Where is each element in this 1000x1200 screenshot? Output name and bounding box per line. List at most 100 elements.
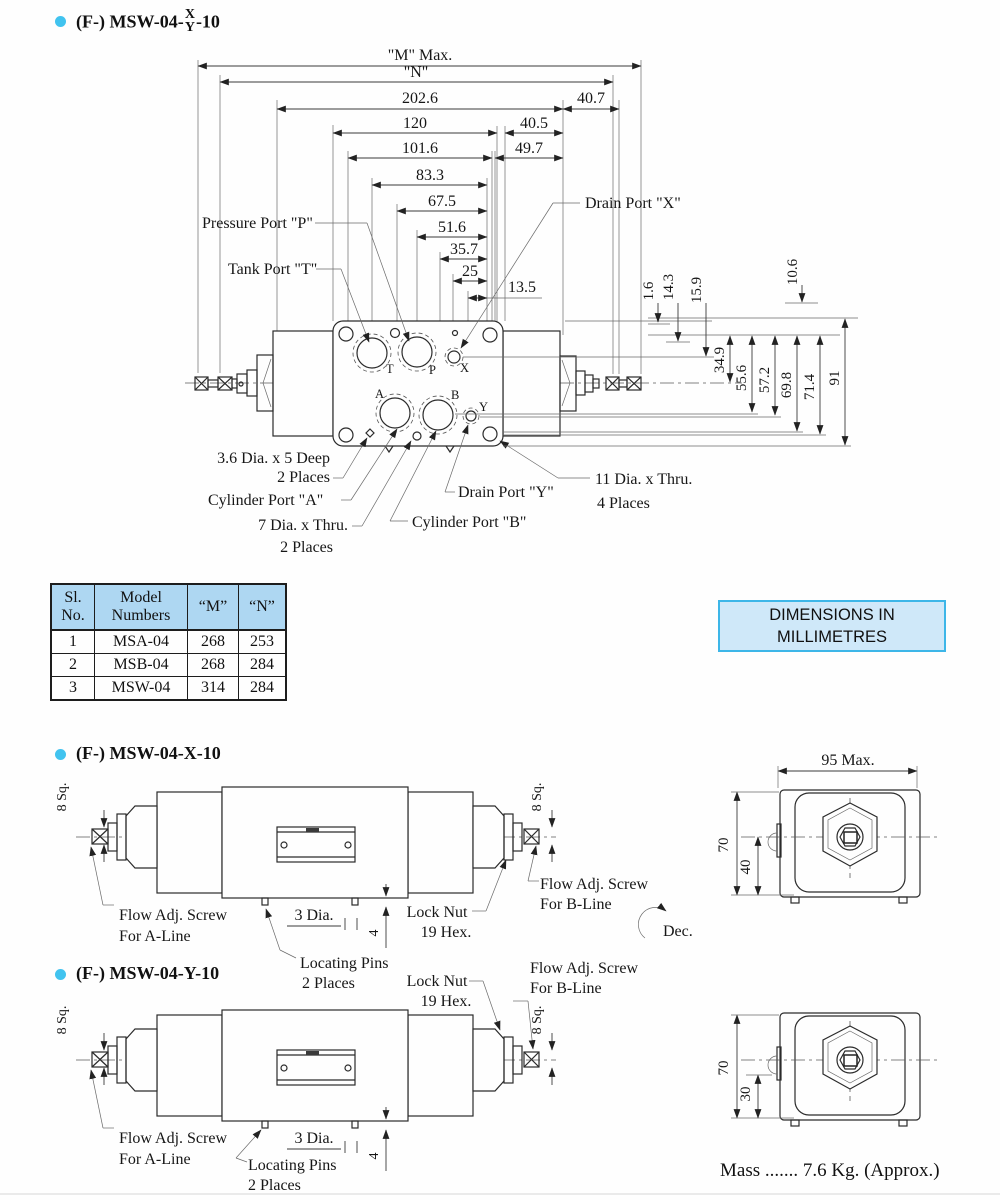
dim-69-8: 69.8 xyxy=(779,372,795,398)
nameplate xyxy=(276,1049,356,1086)
locating-pin xyxy=(351,897,359,906)
end-view-x: 95 Max. 70 40 xyxy=(716,752,940,904)
bullet-icon xyxy=(55,969,66,980)
label-cylinder-port-a: Cylinder Port "A" xyxy=(208,492,323,509)
title-variant-y: Y xyxy=(184,20,195,36)
locating-pin xyxy=(261,897,269,906)
dim-n: "N" xyxy=(404,64,429,81)
cell-model: MSA-04 xyxy=(94,629,188,654)
dim-10-6: 10.6 xyxy=(785,258,801,285)
dim-70: 70 xyxy=(716,1061,732,1076)
label-flow-adj-b-line2: For B-Line xyxy=(540,896,612,913)
label-flow-adj-b-line2: For B-Line xyxy=(530,980,602,997)
port-letter-a: A xyxy=(375,387,384,401)
valve-body-side xyxy=(221,786,409,899)
lock-nut-front xyxy=(822,1025,878,1090)
cell-model: MSW-04 xyxy=(94,676,188,701)
label-lock-nut-hex: 19 Hex. xyxy=(421,993,472,1010)
lock-nut-front xyxy=(822,802,878,867)
cell-n: 253 xyxy=(238,629,287,654)
section-x-title: (F-) MSW-04-X-10 xyxy=(55,743,221,764)
vertical-dimensions: 1.6 14.3 15.9 10.6 34.9 55.6 57.2 69.8 7… xyxy=(455,258,858,447)
decrease-rotation-arrow: Dec. xyxy=(638,902,693,940)
title-suffix: -10 xyxy=(195,11,220,32)
label-tank-port: Tank Port "T" xyxy=(228,261,317,278)
brand-mark xyxy=(306,828,319,832)
label-drain-port-y: Drain Port "Y" xyxy=(458,484,554,501)
flow-adjust-screw-a xyxy=(91,1051,109,1068)
label-pressure-port: Pressure Port "P" xyxy=(202,215,313,232)
dim-91: 91 xyxy=(827,371,843,386)
dim-14-3: 14.3 xyxy=(661,274,677,300)
label-flow-adj-a: Flow Adj. Screw xyxy=(119,1130,227,1147)
cell-m: 268 xyxy=(187,629,239,654)
dim-83-3: 83.3 xyxy=(416,167,444,184)
section-y-title-text: (F-) MSW-04-Y-10 xyxy=(76,963,220,983)
dimensions-note-line1: DIMENSIONS IN xyxy=(769,605,895,624)
dim-40-7: 40.7 xyxy=(577,90,605,107)
pressure-port-p xyxy=(401,336,433,368)
mass-note: Mass ....... 7.6 Kg. (Approx.) xyxy=(720,1160,940,1181)
cell-m: 314 xyxy=(187,676,239,701)
port-letter-t: T xyxy=(386,362,394,376)
dim-49-7: 49.7 xyxy=(515,140,543,157)
foot xyxy=(898,1119,908,1127)
label-flow-adj-b: Flow Adj. Screw xyxy=(530,960,638,977)
adjust-screw-square xyxy=(843,1054,858,1067)
lock-nut-left xyxy=(125,1028,158,1092)
table-row: 1 MSA-04 268 253 xyxy=(50,629,287,654)
dim-15-9: 15.9 xyxy=(689,277,705,303)
cylinder-port-b xyxy=(422,399,454,431)
side-view-x: 8 Sq. 8 Sq. Flow Adj. Screw For A-Line 3… xyxy=(55,783,693,992)
nameplate xyxy=(276,826,356,863)
cell-n: 284 xyxy=(238,653,287,677)
cell-n: 284 xyxy=(238,676,287,701)
label-locating-pins: Locating Pins xyxy=(248,1157,336,1174)
label-lock-nut: Lock Nut xyxy=(407,973,468,990)
header-m: “M” xyxy=(187,583,239,631)
port-letter-x: X xyxy=(460,361,469,375)
cell-sl-no: 1 xyxy=(50,629,95,654)
label-dec: Dec. xyxy=(663,923,693,940)
header-sl-no: Sl.No. xyxy=(50,583,95,631)
extension-lines xyxy=(197,60,642,374)
flow-adjust-screw-b xyxy=(523,828,540,845)
cell-sl-no: 3 xyxy=(50,676,95,701)
label-locating-pins-places: 2 Places xyxy=(302,975,355,992)
table-row: 3 MSW-04 314 284 xyxy=(50,676,287,701)
dim-m-max: "M" Max. xyxy=(388,47,453,64)
dim-3-dia: 3 Dia. xyxy=(294,1130,333,1147)
locating-pin xyxy=(261,1120,269,1129)
label-cylinder-port-b: Cylinder Port "B" xyxy=(412,514,526,531)
cell-sl-no: 2 xyxy=(50,653,95,677)
dimensions-note-line2: MILLIMETRES xyxy=(776,628,888,646)
port-letter-b: B xyxy=(451,388,459,402)
port-letter-y: Y xyxy=(479,400,488,414)
label-11-dia-places: 4 Places xyxy=(597,495,650,512)
dim-34-9: 34.9 xyxy=(712,347,728,373)
bullet-icon xyxy=(55,749,66,760)
lock-nut-right xyxy=(472,1028,505,1092)
end-view-y: 70 30 xyxy=(716,1012,940,1127)
label-flow-adj-b: Flow Adj. Screw xyxy=(540,876,648,893)
label-11-dia: 11 Dia. x Thru. xyxy=(595,471,692,488)
dim-57-2: 57.2 xyxy=(757,367,773,393)
bolt-hole xyxy=(482,327,498,343)
adjust-screw-square xyxy=(843,831,858,844)
flow-adjust-screw-b xyxy=(523,1051,540,1068)
label-flow-adj-a: Flow Adj. Screw xyxy=(119,907,227,924)
section-x-title-text: (F-) MSW-04-X-10 xyxy=(76,743,221,763)
dim-101-6: 101.6 xyxy=(402,140,438,157)
bolt-hole xyxy=(482,426,498,442)
side-view-y: 8 Sq. 8 Sq. Lock Nut 19 Hex. Flow Adj. S… xyxy=(55,960,638,1194)
title-prefix: (F-) MSW-04- xyxy=(76,11,184,32)
dim-30: 30 xyxy=(738,1087,754,1102)
dim-120: 120 xyxy=(403,115,427,132)
locating-pin xyxy=(351,1120,359,1129)
dim-40: 40 xyxy=(738,860,754,875)
label-locating-pins: Locating Pins xyxy=(300,955,388,972)
dim-13-5: 13.5 xyxy=(508,279,536,296)
dim-3-dia: 3 Dia. xyxy=(294,907,333,924)
